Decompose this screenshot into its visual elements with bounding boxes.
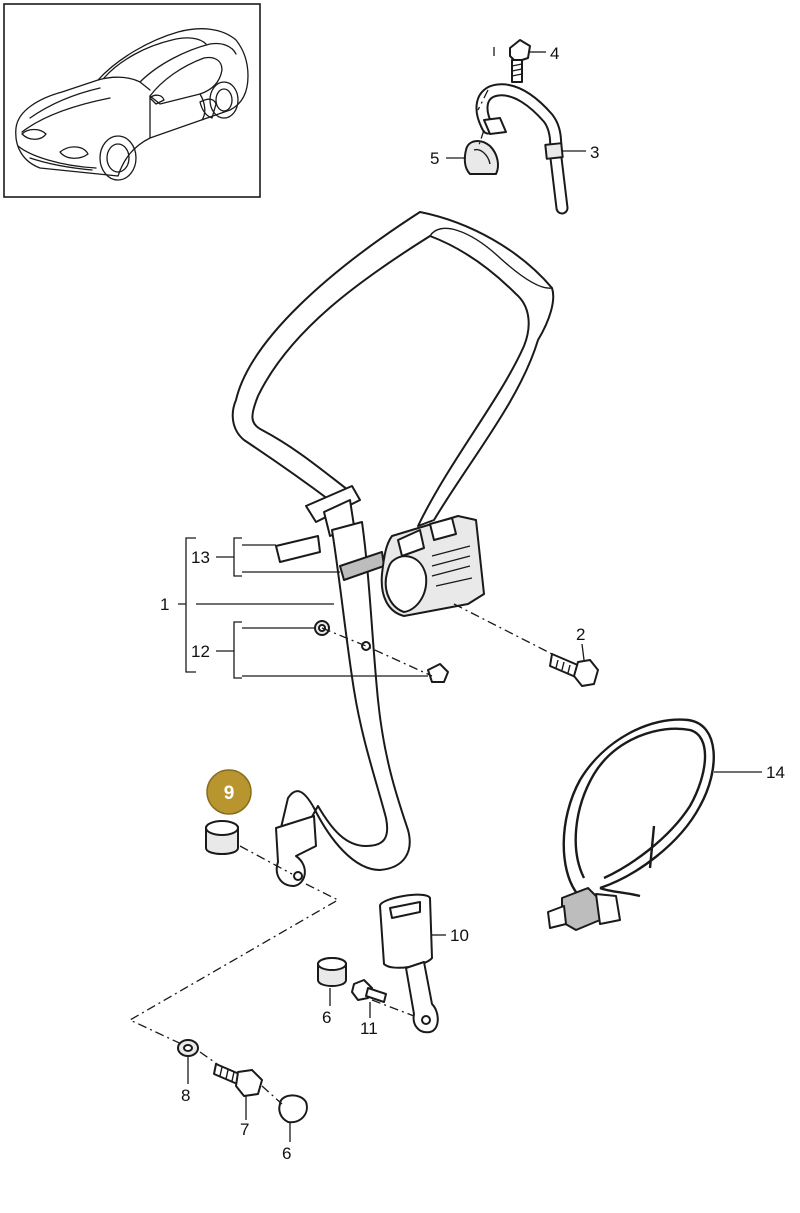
part-2-bolt: [549, 653, 599, 687]
leader-lines: [178, 51, 762, 1142]
callout-9: 9: [224, 783, 235, 804]
part-3-guide-loop: [475, 83, 569, 215]
callout-12: 12: [191, 642, 210, 661]
callout-10: 10: [450, 926, 469, 945]
callout-6-upper: 6: [322, 1008, 331, 1027]
callout-2: 2: [576, 625, 585, 644]
vehicle-thumbnail: [3, 3, 261, 198]
badge-circle: [206, 769, 252, 815]
part-6-cap-lower: [278, 1094, 308, 1124]
part-14-wiring-harness: [547, 718, 715, 931]
part-12-fasteners: [314, 620, 449, 683]
part-8-washer: [177, 1039, 199, 1057]
callout-14: 14: [766, 763, 785, 782]
callout-8: 8: [181, 1086, 190, 1105]
part-1-seat-belt-webbing: [231, 211, 555, 887]
callout-5: 5: [430, 149, 439, 168]
callout-7: 7: [240, 1120, 249, 1139]
part-5-cover: [463, 140, 499, 175]
callout-4: 4: [550, 44, 559, 63]
part-9-spacer: [205, 820, 239, 855]
callout-1: 1: [160, 595, 169, 614]
car-outline-image: [15, 28, 249, 181]
part-10-buckle: [379, 893, 439, 1034]
highlight-badge-part-9[interactable]: 9: [206, 769, 252, 815]
callout-6-lower: 6: [282, 1144, 291, 1163]
part-7-bolt: [213, 1063, 263, 1097]
part-6-spacer-upper: [317, 957, 347, 987]
callout-3: 3: [590, 143, 599, 162]
assembly-center-lines: [128, 46, 553, 1105]
part-11-bolt: [351, 979, 387, 1003]
callout-labels: 1 2 3 4 5 6 6 7 8 10 11 12 13 14: [160, 44, 785, 1163]
part-4-bolt: [509, 39, 531, 83]
callout-13: 13: [191, 548, 210, 567]
callout-11: 11: [360, 1019, 378, 1038]
belt-retractor: [380, 515, 485, 617]
belt-guide-assembly: [463, 39, 569, 215]
